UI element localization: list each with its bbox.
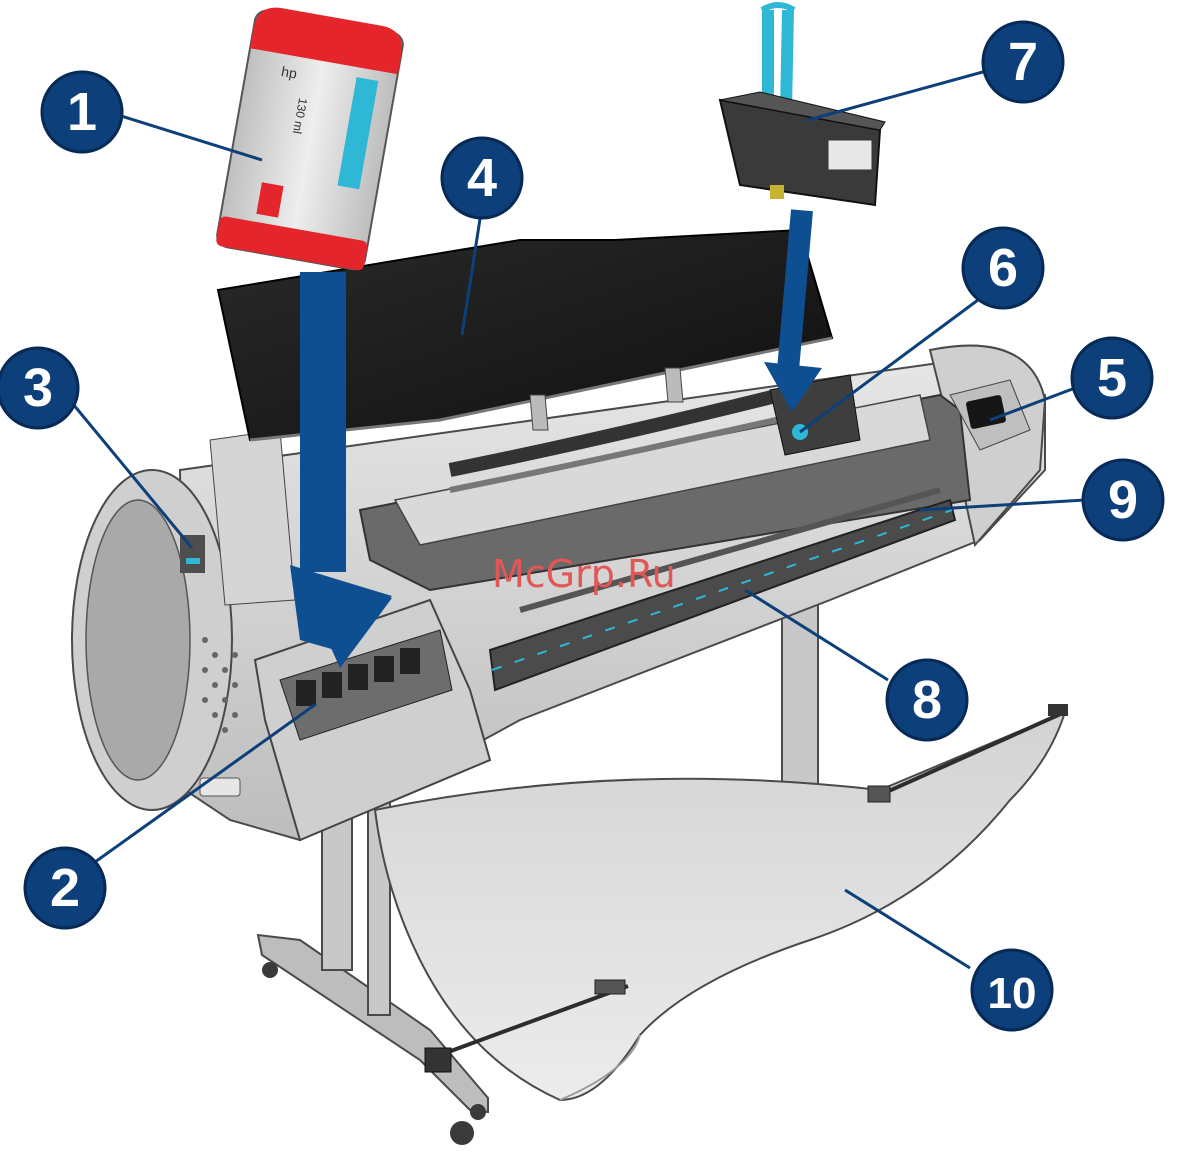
watermark: McGrp.Ru bbox=[492, 552, 676, 596]
callout-label-9: 9 bbox=[1108, 470, 1138, 530]
callout-6: 6 bbox=[963, 228, 1043, 308]
cartridge-brand-text: hp bbox=[280, 63, 298, 81]
callout-8: 8 bbox=[887, 660, 967, 740]
callout-label-7: 7 bbox=[1008, 32, 1038, 92]
callout-label-4: 4 bbox=[467, 148, 497, 208]
leader-line-7 bbox=[808, 70, 990, 120]
callout-label-10: 10 bbox=[988, 969, 1037, 1018]
callout-label-2: 2 bbox=[50, 858, 80, 918]
leader-line-10 bbox=[845, 890, 970, 968]
callout-label-1: 1 bbox=[67, 82, 97, 142]
callout-10: 10 bbox=[972, 950, 1052, 1030]
callout-4: 4 bbox=[442, 138, 522, 218]
callout-label-3: 3 bbox=[23, 358, 53, 418]
callout-3: 3 bbox=[0, 348, 78, 428]
callout-1: 1 bbox=[42, 72, 122, 152]
callout-9: 9 bbox=[1083, 460, 1163, 540]
callout-5: 5 bbox=[1072, 338, 1152, 418]
callout-7: 7 bbox=[983, 22, 1063, 102]
callout-2: 2 bbox=[25, 848, 105, 928]
callout-label-6: 6 bbox=[988, 238, 1018, 298]
callout-label-8: 8 bbox=[912, 670, 942, 730]
ink-cartridge: hp 130 ml bbox=[215, 4, 405, 271]
callout-label-5: 5 bbox=[1097, 348, 1127, 408]
